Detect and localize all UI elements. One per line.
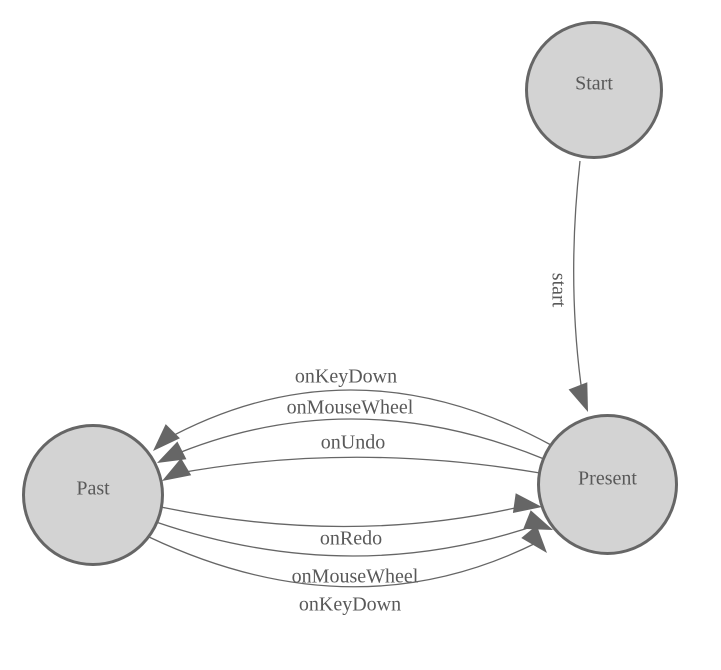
arrowhead-present-to-past-onundo [162, 458, 192, 481]
state-node-present[interactable]: Present [537, 414, 678, 555]
arrowhead-present-to-past-onmousewheel [157, 441, 187, 463]
edge-label-onmousewheel-bottom: onMouseWheel [291, 565, 419, 588]
edge-label-onmousewheel-top: onMouseWheel [286, 396, 414, 419]
edge-label-onredo: onRedo [319, 527, 383, 550]
edge-label-onundo: onUndo [320, 431, 386, 454]
arrowhead-start-to-present [568, 382, 588, 412]
state-label-start: Start [575, 72, 613, 95]
edge-label-onkeydown-top: onKeyDown [294, 365, 398, 388]
state-label-past: Past [76, 477, 110, 500]
arrowhead-past-to-present-onkeydown [521, 525, 547, 553]
state-node-start[interactable]: Start [525, 21, 663, 159]
edge-past-to-present-onredo [160, 504, 529, 528]
arrowhead-present-to-past-onkeydown [153, 424, 180, 451]
edge-present-to-past-onundo [173, 456, 541, 475]
edge-start-to-present [573, 160, 584, 400]
edge-label-onkeydown-bottom: onKeyDown [298, 593, 402, 616]
edge-label-start: start [547, 272, 570, 308]
state-label-present: Present [578, 467, 637, 489]
state-node-past[interactable]: Past [22, 424, 164, 566]
